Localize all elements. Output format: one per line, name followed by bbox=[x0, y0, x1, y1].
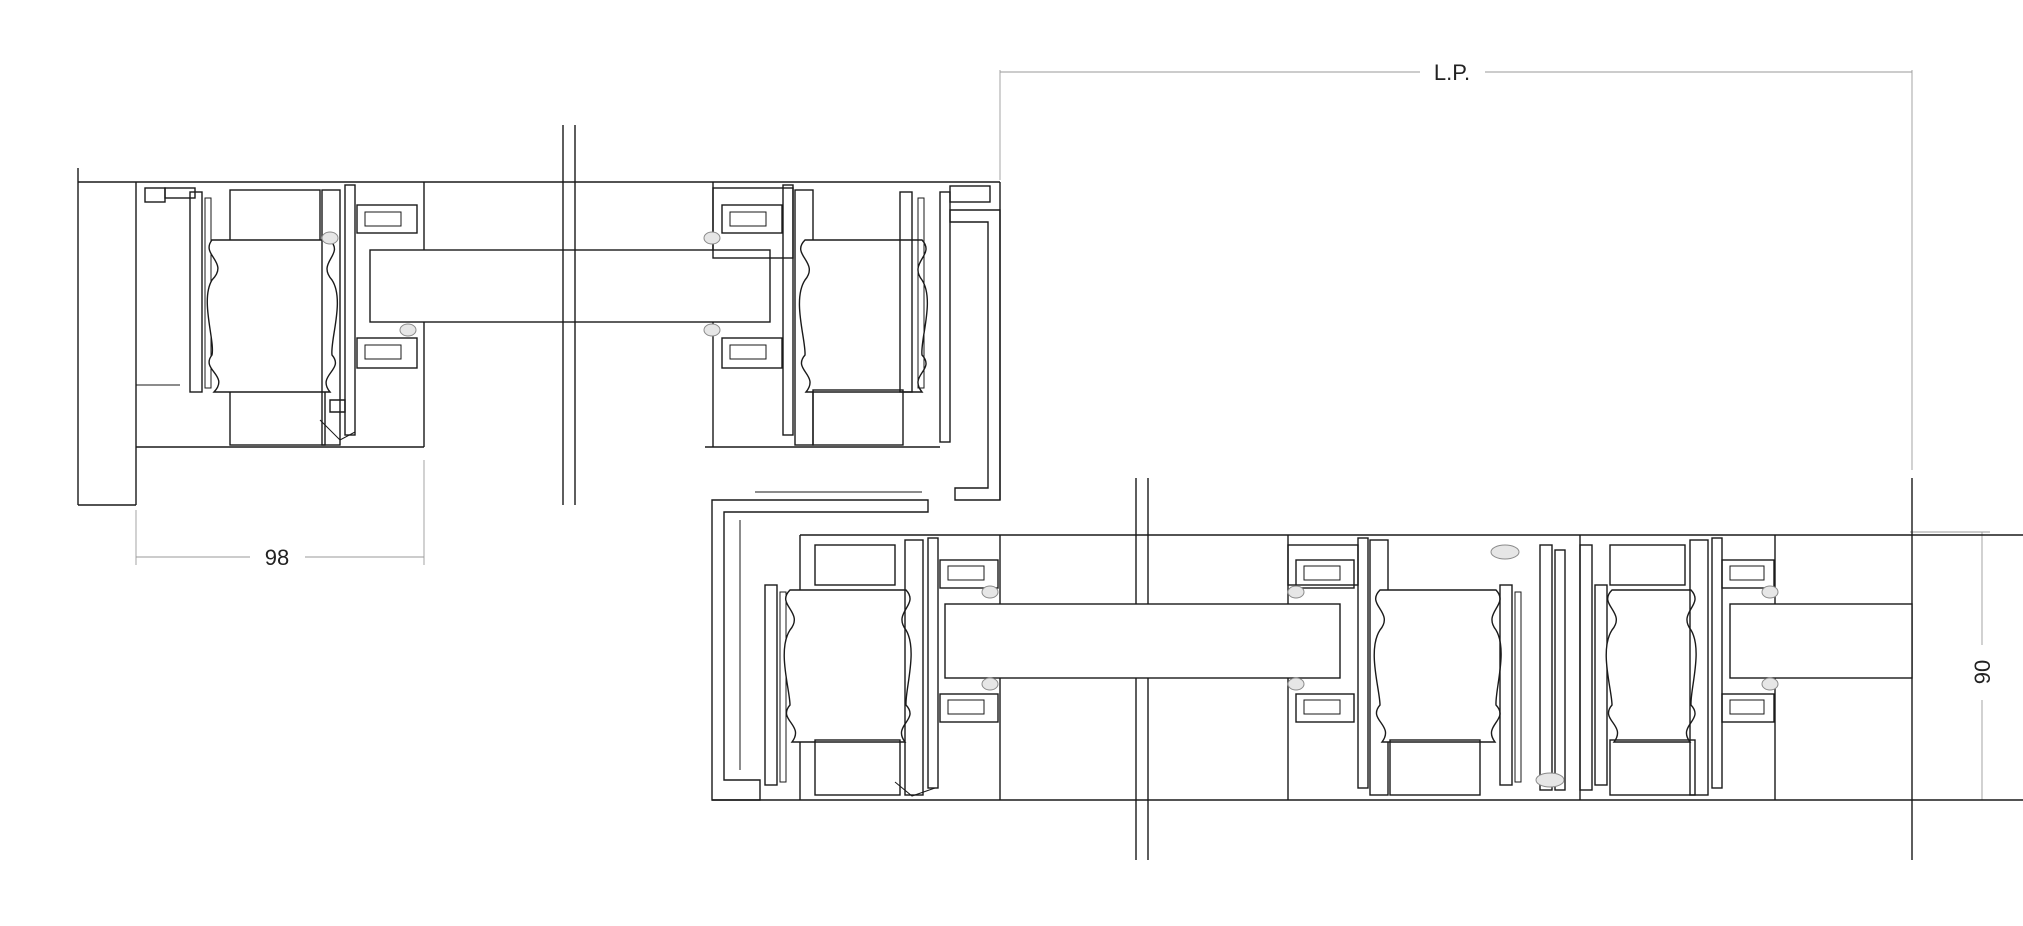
upper-frame-assembly bbox=[77, 125, 1001, 506]
dimension-label-98: 98 bbox=[265, 545, 289, 570]
dimension-label-90: 90 bbox=[1970, 660, 1995, 684]
lower-frame-assembly bbox=[712, 478, 2023, 860]
dimension-lines bbox=[135, 70, 1990, 801]
dimension-labels: L.P. 98 90 bbox=[265, 60, 1995, 684]
dimension-label-lp: L.P. bbox=[1434, 60, 1470, 85]
